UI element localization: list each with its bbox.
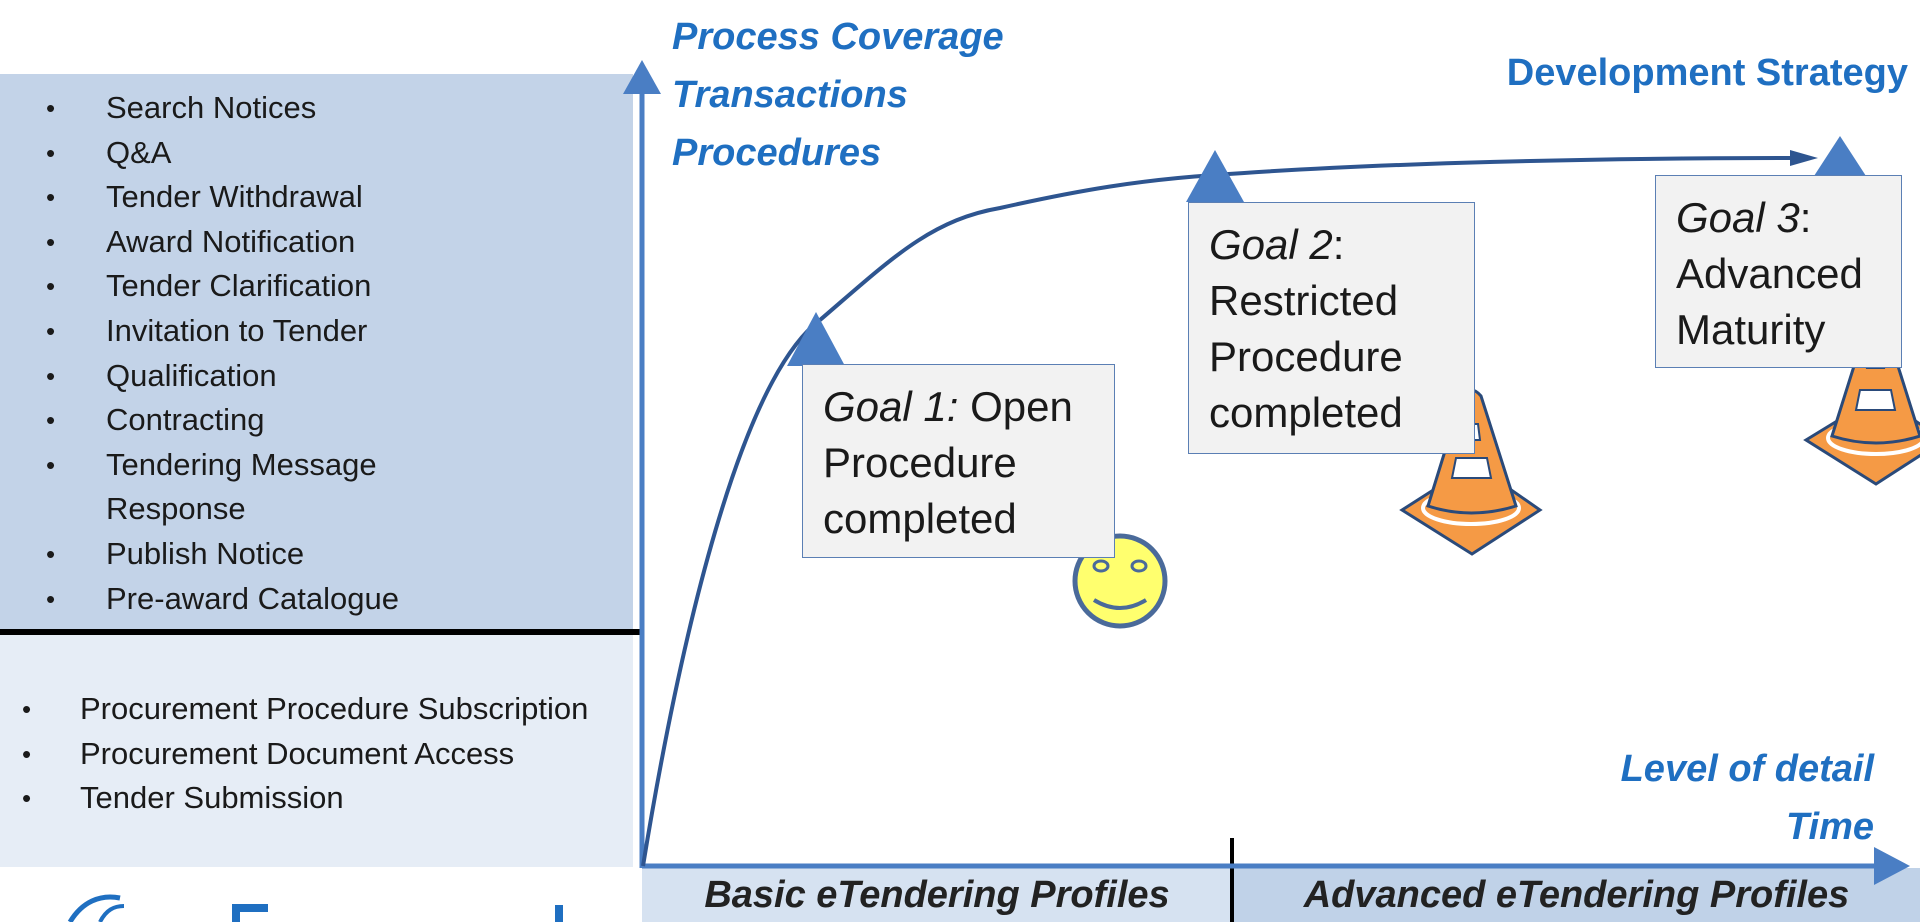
curve-arrowhead	[1790, 150, 1818, 166]
x-axis-title-line: Time	[1785, 806, 1874, 848]
basic-transactions-list: •Procurement Procedure Subscription •Pro…	[0, 687, 660, 821]
smiley-face-icon	[1072, 533, 1168, 629]
milestone-marker-1	[787, 312, 845, 366]
list-item: •Tender Submission	[22, 780, 344, 816]
goal-1-box: Goal 1: Open Procedure completed	[802, 364, 1115, 558]
advanced-profiles-label: Advanced eTendering Profiles	[1303, 874, 1850, 916]
list-item: •Tender Clarification	[46, 268, 372, 304]
list-item: •Invitation to Tender	[46, 312, 368, 348]
goal-2-box: Goal 2: Restricted Procedure completed	[1188, 202, 1475, 454]
basic-profiles-label: Basic eTendering Profiles	[704, 874, 1170, 916]
bottom-panel	[0, 635, 633, 867]
goal-3-box: Goal 3: Advanced Maturity	[1655, 175, 1902, 368]
advanced-transactions-list: •Search Notices •Q&A •Tender Withdrawal …	[0, 86, 560, 621]
top-panel	[0, 74, 633, 631]
x-axis-title-line: Level of detail	[1620, 748, 1874, 790]
x-axis-arrowhead	[1874, 847, 1910, 885]
y-axis-arrowhead	[623, 60, 661, 94]
milestone-marker-3	[1814, 136, 1866, 176]
y-axis-title-line: Process Coverage	[672, 16, 1004, 58]
goal-1-line: completed	[823, 495, 1017, 542]
list-item: •Procurement Document Access	[22, 735, 515, 771]
panel-divider	[0, 629, 640, 635]
goal-2-line: Procedure	[1209, 333, 1403, 380]
goal-1-line: Procedure	[823, 439, 1017, 486]
y-axis-title-line: Transactions	[672, 74, 908, 116]
list-item: •Pre-award Catalogue	[46, 580, 399, 616]
goal-1-title: Goal 1: Open	[823, 383, 1073, 430]
basic-profiles-band: Basic eTendering Profiles	[642, 868, 1232, 922]
goal-2-title: Goal 2:	[1209, 221, 1345, 268]
list-item: •Q&A	[46, 134, 172, 170]
development-strategy-title: Development Strategy	[1506, 52, 1908, 94]
milestone-marker-2	[1186, 150, 1244, 202]
band-separator	[1230, 838, 1234, 922]
advanced-profiles-band: Advanced eTendering Profiles	[1233, 868, 1920, 922]
goal-2-line: completed	[1209, 389, 1403, 436]
x-axis-title: Level of detail Time	[1621, 740, 1874, 856]
list-item: •Qualification	[46, 357, 277, 393]
list-item: •Award Notification	[46, 223, 356, 259]
goal-3-line: Maturity	[1676, 306, 1826, 353]
y-axis-title: Process Coverage Transactions Procedures	[672, 8, 1004, 182]
goal-2-line: Restricted	[1209, 277, 1399, 324]
y-axis-title-line: Procedures	[672, 132, 882, 174]
list-item: •Tender Withdrawal	[46, 179, 363, 215]
goal-3-title: Goal 3:	[1676, 194, 1812, 241]
goal-3-line: Advanced	[1676, 250, 1863, 297]
list-item: •Contracting	[46, 402, 265, 438]
list-item: •Procurement Procedure Subscription	[22, 691, 589, 726]
list-item: •Publish Notice	[46, 535, 305, 571]
growth-curve	[641, 156, 1796, 867]
list-item: •Search Notices	[46, 90, 317, 125]
logo-fragment	[67, 894, 563, 922]
